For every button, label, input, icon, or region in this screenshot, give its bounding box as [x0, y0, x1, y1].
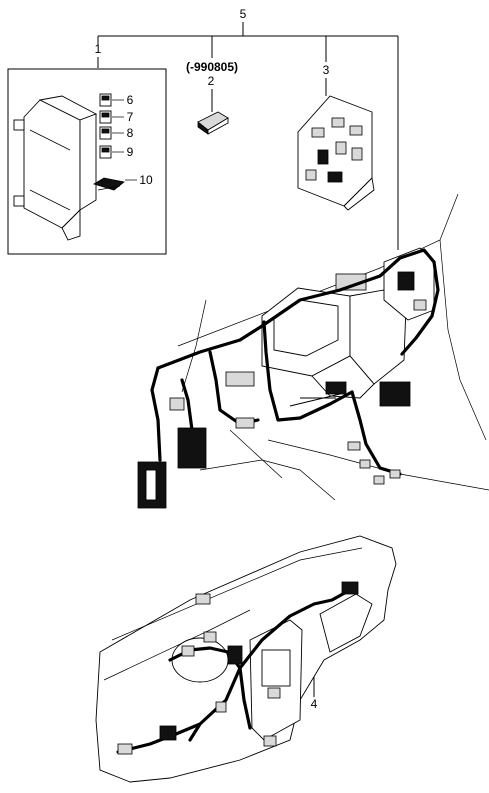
relay-2 [197, 111, 229, 135]
connector-10 [93, 177, 125, 191]
fuse-7 [99, 110, 112, 124]
callout-9: 9 [127, 145, 134, 159]
item-1-frame [7, 68, 167, 255]
callout-3: 3 [323, 63, 330, 77]
callout-6: 6 [127, 93, 134, 107]
relay-box-3 [297, 95, 375, 211]
callout-2: 2 [208, 74, 215, 88]
junction-box-assembly [7, 68, 167, 255]
main-wiring-harness-5 [137, 193, 489, 509]
fuse-9 [99, 145, 112, 159]
callout-1: 1 [95, 42, 102, 56]
callout-10: 10 [139, 173, 153, 187]
instrument-panel-harness-4 [95, 535, 397, 783]
callout-8: 8 [127, 126, 134, 140]
callout-4: 4 [311, 697, 318, 711]
callout-5: 5 [240, 7, 247, 21]
callout-2-note: (-990805) [186, 60, 238, 74]
fuse-8 [99, 126, 112, 140]
fuse-6 [99, 93, 112, 107]
callout-7: 7 [127, 110, 134, 124]
